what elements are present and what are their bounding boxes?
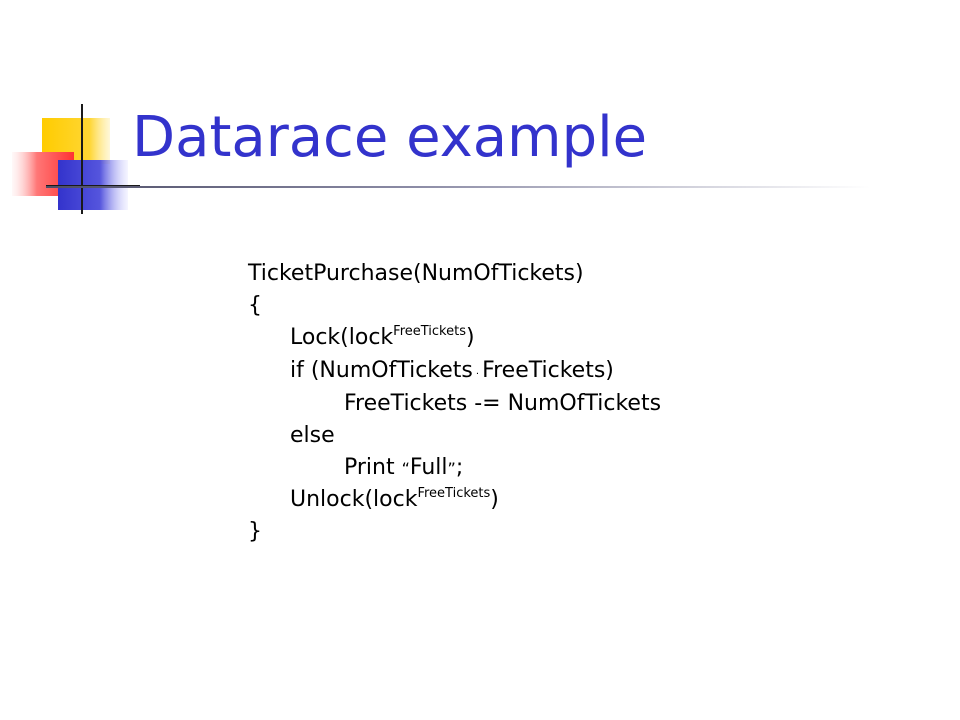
lock-superscript: FreeTickets (393, 324, 466, 339)
title-divider (46, 186, 870, 188)
print-keyword: Print (344, 455, 402, 480)
code-line-if-condition: if (NumOfTickets·FreeTickets) (248, 354, 868, 387)
if-condition-right: FreeTickets) (482, 358, 614, 383)
open-quote: “ (401, 459, 410, 478)
print-string: Full (409, 455, 448, 480)
if-condition-left: if (NumOfTickets (290, 358, 473, 383)
code-line-close-brace: } (248, 519, 262, 544)
slide-title: Datarace example (132, 105, 648, 170)
comparison-operator: · (475, 369, 480, 380)
code-line-function-signature: TicketPurchase(NumOfTickets) (248, 261, 584, 286)
code-line-lock: Lock(lockFreeTickets) (248, 322, 868, 354)
unlock-call-text: Unlock(lock (290, 487, 418, 512)
lock-close-paren: ) (466, 325, 475, 350)
lock-call-text: Lock(lock (290, 325, 394, 350)
close-quote: ” (447, 459, 456, 478)
unlock-superscript: FreeTickets (417, 486, 491, 501)
print-semicolon: ; (455, 455, 464, 480)
colored-squares-crosshair-icon (12, 104, 140, 214)
code-line-decrement: FreeTickets -= NumOfTickets (344, 391, 662, 416)
code-line-else: else (290, 423, 335, 448)
unlock-close-paren: ) (490, 487, 499, 512)
code-line-unlock: Unlock(lockFreeTickets) (248, 484, 868, 516)
code-line-print: Print “Full”; (248, 452, 868, 484)
code-block: TicketPurchase(NumOfTickets) { Lock(lock… (248, 258, 868, 548)
code-line-open-brace: { (248, 293, 262, 318)
